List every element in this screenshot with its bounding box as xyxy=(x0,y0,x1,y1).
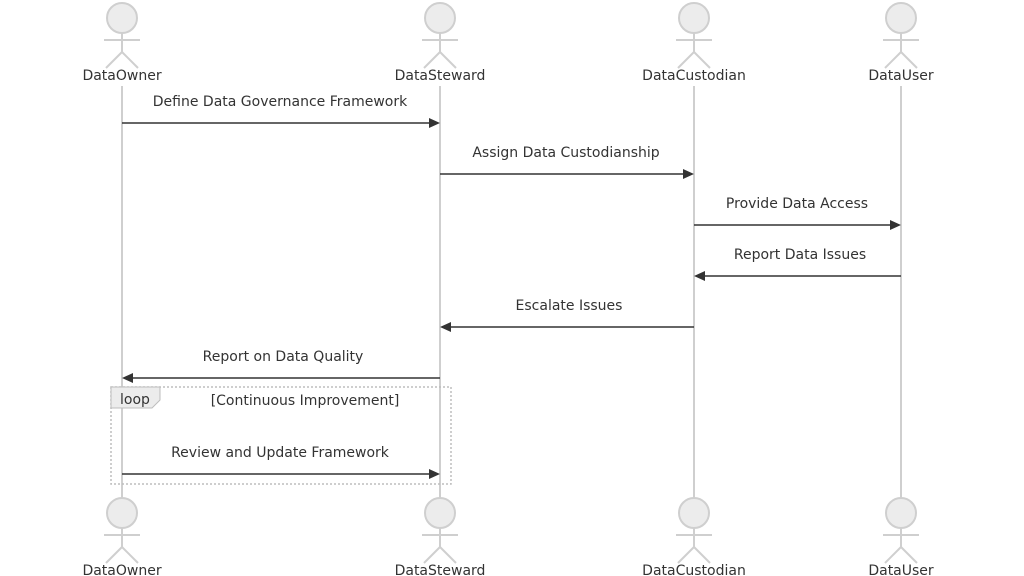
actor-label: DataOwner xyxy=(82,68,161,84)
arrow-head-icon xyxy=(429,118,440,128)
arrow-head-icon xyxy=(890,220,901,230)
arrow-head-icon xyxy=(122,373,133,383)
message-review-update: Review and Update Framework xyxy=(122,445,440,479)
actor-label: DataSteward xyxy=(395,68,486,84)
actor-bottom-data-owner: DataOwner xyxy=(82,497,162,576)
message-assign-custodianship: Assign Data Custodianship xyxy=(440,145,694,179)
actor-top-data-custodian: DataCustodian xyxy=(642,2,746,84)
loop-label: loop xyxy=(120,392,150,408)
actor-icon xyxy=(106,497,138,529)
message-label: Review and Update Framework xyxy=(171,445,390,461)
actor-icon xyxy=(424,2,456,34)
arrow-head-icon xyxy=(440,322,451,332)
arrow-head-icon xyxy=(429,469,440,479)
actor-icon xyxy=(678,497,710,529)
loop-fragment: loop [Continuous Improvement] xyxy=(110,386,452,485)
loop-tab xyxy=(110,386,161,409)
arrow-head-icon xyxy=(683,169,694,179)
message-define-framework: Define Data Governance Framework xyxy=(122,94,440,128)
actor-bottom-data-custodian: DataCustodian xyxy=(642,497,746,576)
actor-top-data-steward: DataSteward xyxy=(395,2,486,84)
message-label: Report on Data Quality xyxy=(203,349,364,365)
arrow-head-icon xyxy=(694,271,705,281)
actor-top-data-user: DataUser xyxy=(868,2,934,84)
actor-bottom-data-steward: DataSteward xyxy=(395,497,486,576)
actor-label: DataOwner xyxy=(82,563,161,576)
message-label: Assign Data Custodianship xyxy=(472,145,659,161)
actor-icon xyxy=(885,2,917,34)
message-label: Provide Data Access xyxy=(726,196,868,212)
actor-icon xyxy=(106,2,138,34)
message-label: Report Data Issues xyxy=(734,247,866,263)
loop-box xyxy=(110,386,452,485)
message-report-issues: Report Data Issues xyxy=(694,247,901,281)
message-report-quality: Report on Data Quality xyxy=(122,349,440,383)
actor-label: DataSteward xyxy=(395,563,486,576)
actor-bottom-data-user: DataUser xyxy=(868,497,934,576)
actor-top-data-owner: DataOwner xyxy=(82,2,162,84)
actor-icon xyxy=(678,2,710,34)
message-label: Escalate Issues xyxy=(516,298,623,314)
loop-condition: [Continuous Improvement] xyxy=(211,393,400,409)
actor-label: DataUser xyxy=(868,563,934,576)
actor-label: DataUser xyxy=(868,68,934,84)
message-escalate-issues: Escalate Issues xyxy=(440,298,694,332)
actor-label: DataCustodian xyxy=(642,563,746,576)
message-label: Define Data Governance Framework xyxy=(153,94,408,110)
actor-label: DataCustodian xyxy=(642,68,746,84)
message-provide-access: Provide Data Access xyxy=(694,196,901,230)
actor-icon xyxy=(424,497,456,529)
actor-icon xyxy=(885,497,917,529)
